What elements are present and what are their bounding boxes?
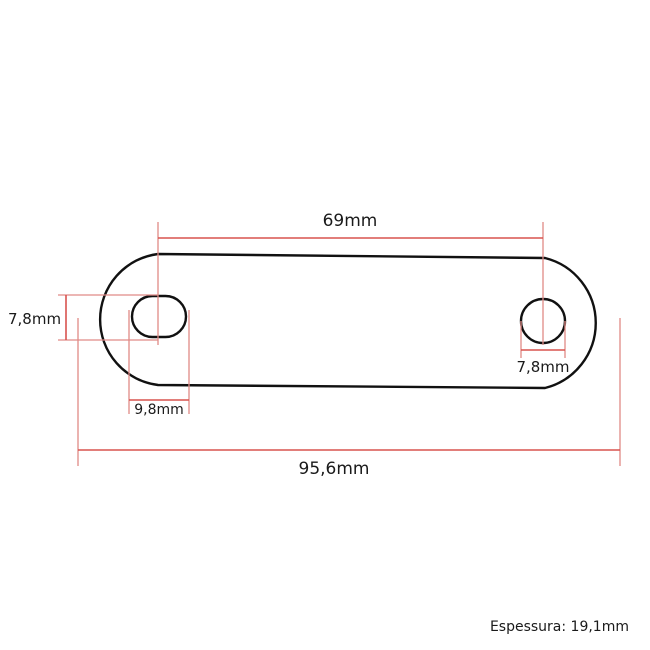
hole-diameter-label: 7,8mm bbox=[516, 358, 569, 376]
slot-width-label: 9,8mm bbox=[134, 402, 184, 418]
thickness-note: Espessura: 19,1mm bbox=[490, 619, 629, 635]
slot-height-label: 7,8mm bbox=[8, 310, 61, 328]
hole-spacing-label: 69mm bbox=[323, 211, 378, 231]
dimension-slot-width: 9,8mm bbox=[128, 310, 190, 418]
dimension-hole-spacing: 69mm bbox=[157, 211, 544, 345]
dimension-hole-diameter: 7,8mm bbox=[516, 321, 570, 376]
dimension-slot-height: 7,8mm bbox=[8, 294, 158, 341]
overall-length-label: 95,6mm bbox=[299, 459, 370, 479]
dimension-overall-length: 95,6mm bbox=[77, 318, 621, 479]
plate-outline bbox=[98, 252, 597, 390]
slot-cutout bbox=[130, 294, 188, 339]
